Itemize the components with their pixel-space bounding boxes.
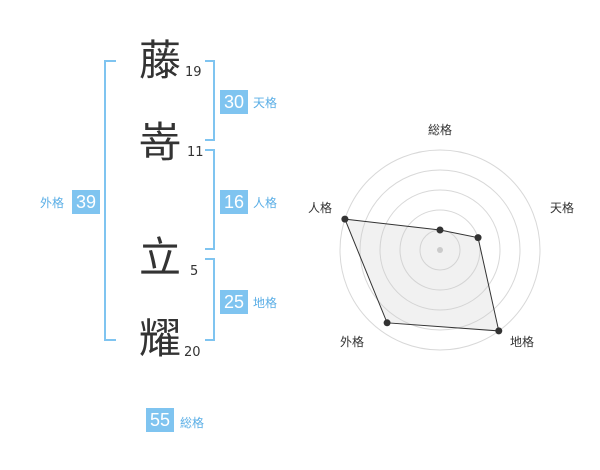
radar-axis-label-gaikaku: 外格 [340, 335, 365, 349]
tenkaku-value: 30 [220, 90, 248, 114]
radar-point-3 [383, 319, 391, 327]
name-char-3: 立 [138, 233, 181, 282]
radar-grid-ring [379, 189, 501, 311]
name-char-1: 藤 [138, 36, 181, 85]
stroke-count-4: 20 [184, 345, 201, 360]
jinkaku-bracket [205, 149, 215, 250]
stroke-count-3: 5 [190, 264, 199, 279]
radar-grid-ring [359, 169, 521, 331]
gaikaku-value: 39 [72, 190, 100, 214]
radar-grid-ring [339, 149, 541, 351]
gaikaku-bracket [104, 60, 116, 341]
jinkaku-label: 人格 [253, 196, 278, 210]
chikaku-label: 地格 [253, 296, 278, 310]
radar-point-2 [495, 327, 503, 335]
soukaku-value: 55 [146, 408, 174, 432]
radar-grid-ring [399, 209, 481, 291]
stroke-count-1: 19 [185, 65, 202, 80]
chikaku-bracket [205, 258, 215, 341]
radar-series-polygon [344, 218, 500, 332]
tenkaku-bracket [205, 60, 215, 141]
soukaku-label: 総格 [180, 416, 205, 430]
gaikaku-label: 外格 [40, 196, 65, 210]
jinkaku-value: 16 [220, 190, 248, 214]
radar-point-0 [436, 226, 444, 234]
name-char-4: 耀 [138, 314, 181, 363]
stroke-count-2: 11 [187, 145, 204, 160]
radar-axis-label-jinkaku: 人格 [308, 201, 333, 215]
name-char-2: 嵜 [138, 118, 181, 167]
radar-axis-label-soukaku: 総格 [428, 123, 453, 137]
tenkaku-label: 天格 [253, 96, 278, 110]
radar-axis-label-chikaku: 地格 [510, 335, 535, 349]
radar-axis-label-tenkaku: 天格 [550, 201, 575, 215]
radar-point-1 [474, 234, 482, 242]
radar-point-4 [341, 215, 349, 223]
chikaku-value: 25 [220, 290, 248, 314]
radar-center [437, 247, 443, 253]
